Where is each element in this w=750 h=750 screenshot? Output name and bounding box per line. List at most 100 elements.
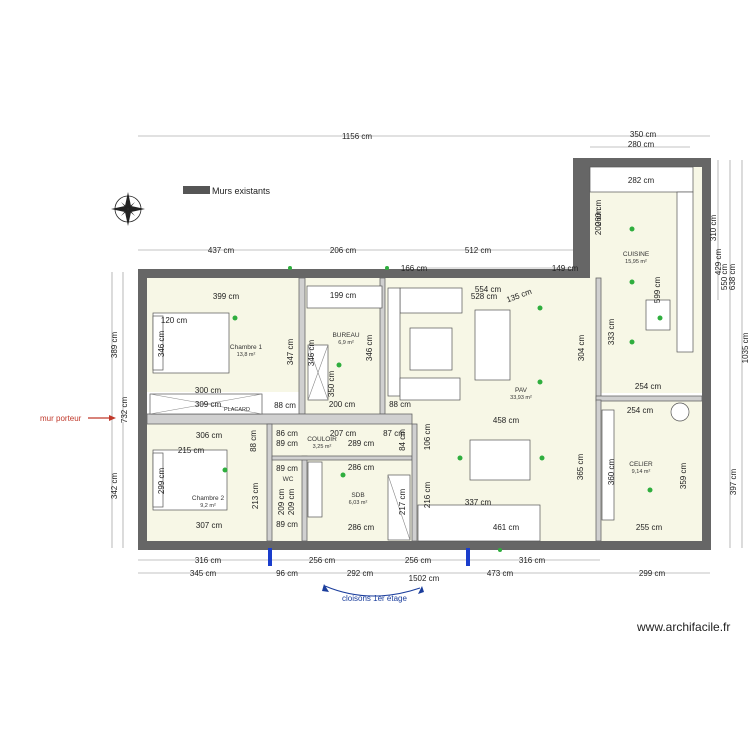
dim-365: 365 cm: [576, 454, 585, 481]
dim-200: 200 cm: [594, 209, 603, 236]
dim-461: 461 cm: [493, 523, 520, 532]
dim-217: 217 cm: [398, 489, 407, 516]
dim-207: 207 cm: [330, 429, 357, 438]
dim-429: 429 cm: [714, 249, 723, 276]
dim-304: 304 cm: [577, 335, 586, 362]
dim-550: 550 cm: [720, 264, 729, 291]
dim-554: 554 cm: [475, 285, 502, 294]
dim-345: 345 cm: [190, 569, 217, 578]
legend-label: Murs existants: [212, 186, 271, 196]
dim-289: 289 cm: [348, 439, 375, 448]
room-placard-name: PLACARD: [224, 407, 250, 413]
dim-528: 528 cm: [471, 292, 498, 301]
dim-200-b: 200 cm: [329, 400, 356, 409]
interior-walls: [146, 167, 703, 542]
dim-286-b: 286 cm: [348, 523, 375, 532]
dim-216: 216 cm: [423, 482, 432, 509]
dim-512: 512 cm: [465, 246, 492, 255]
dim-599: 599 cm: [653, 277, 662, 304]
dim-389: 389 cm: [110, 332, 119, 359]
room-sdb-area: 6,03 m²: [349, 500, 368, 506]
room-celier-area: 9,14 m²: [632, 469, 651, 475]
dim-282: 282 cm: [628, 176, 655, 185]
dim-437: 437 cm: [208, 246, 235, 255]
room-pav-name: PAV: [515, 387, 528, 394]
dim-89-c: 89 cm: [276, 439, 298, 448]
dim-88-h: 88 cm: [249, 430, 258, 452]
dim-254a: 254 cm: [635, 382, 662, 391]
dim-106: 106 cm: [423, 424, 432, 451]
room-couloir-area: 3,25 m²: [313, 444, 332, 450]
dim-350: 350 cm: [327, 371, 336, 398]
room-celier-name: CELIER: [629, 461, 653, 468]
room-couloir-name: COULOIR: [307, 436, 337, 443]
room-bureau-area: 6,9 m²: [338, 340, 354, 346]
dim-292: 292 cm: [347, 569, 374, 578]
dim-149: 149 cm: [552, 264, 579, 273]
dim-1035: 1035 cm: [741, 332, 750, 363]
dim-206: 206 cm: [330, 246, 357, 255]
dim-300: 300 cm: [195, 386, 222, 395]
room-chambre1-area: 13,8 m²: [237, 352, 256, 358]
dim-473: 473 cm: [487, 569, 514, 578]
svg-text:cloisons 1er étage: cloisons 1er étage: [342, 594, 407, 603]
dim-87: 87 cm: [383, 429, 405, 438]
room-cuisine-area: 15,95 m²: [625, 259, 647, 265]
svg-text:mur porteur: mur porteur: [40, 414, 82, 423]
dimension-lines: [111, 135, 743, 574]
mur-porteur-note: mur porteur: [40, 414, 116, 423]
dim-399: 399 cm: [213, 292, 240, 301]
dim-732: 732 cm: [120, 397, 129, 424]
dim-215: 215 cm: [178, 446, 205, 455]
dim-359: 359 cm: [679, 463, 688, 490]
dim-306: 306 cm: [196, 431, 223, 440]
dim-309: 309 cm: [195, 400, 222, 409]
dim-top-total: 1156 cm: [342, 132, 372, 141]
dim-316-a: 316 cm: [195, 556, 222, 565]
dim-88-c1: 88 cm: [274, 401, 296, 410]
room-chambre2-area: 9,2 m²: [200, 503, 216, 509]
dim-120: 120 cm: [161, 316, 188, 325]
dim-209-a: 209 cm: [277, 489, 286, 516]
dim-346-b1: 346 cm: [307, 340, 316, 367]
room-chambre2-name: Chambre 2: [192, 495, 225, 502]
dim-top-280: 280 cm: [628, 140, 655, 149]
dim-286-a: 286 cm: [348, 463, 375, 472]
dim-88-b: 88 cm: [389, 400, 411, 409]
dim-342: 342 cm: [110, 473, 119, 500]
dim-256-a: 256 cm: [309, 556, 336, 565]
dim-top-350: 350 cm: [630, 130, 657, 139]
compass-rose-icon: [111, 192, 145, 226]
room-bureau-name: BUREAU: [332, 332, 359, 339]
dim-316-b: 316 cm: [519, 556, 546, 565]
dim-347: 347 cm: [286, 339, 295, 366]
dim-166: 166 cm: [401, 264, 428, 273]
dim-458: 458 cm: [493, 416, 520, 425]
dim-199: 199 cm: [330, 291, 357, 300]
dim-299: 299 cm: [157, 468, 166, 495]
dim-397: 397 cm: [729, 469, 738, 496]
room-cuisine-name: CUISINE: [623, 251, 650, 258]
room-chambre1-name: Chambre 1: [230, 344, 263, 351]
dim-360: 360 cm: [607, 459, 616, 486]
dim-346-b2: 346 cm: [365, 335, 374, 362]
legend-swatch: [183, 186, 210, 194]
electrical-points: [222, 226, 663, 552]
dim-96: 96 cm: [276, 569, 298, 578]
dim-260: 260 cm: [594, 200, 603, 227]
furniture: [149, 166, 694, 542]
dim-89-w1: 89 cm: [276, 464, 298, 473]
dim-299-b: 299 cm: [639, 569, 666, 578]
dim-638: 638 cm: [728, 264, 737, 291]
room-wc-name: WC: [283, 476, 294, 483]
dim-307: 307 cm: [196, 521, 223, 530]
room-pav-area: 33,93 m²: [510, 395, 532, 401]
dim-254b: 254 cm: [627, 406, 654, 415]
dim-337: 337 cm: [465, 498, 492, 507]
dim-1502: 1502 cm: [409, 574, 440, 583]
dim-346-c1: 346 cm: [157, 331, 166, 358]
dim-86: 86 cm: [276, 429, 298, 438]
dim-213: 213 cm: [251, 483, 260, 510]
upper-floor-partition-markers: [268, 548, 470, 566]
